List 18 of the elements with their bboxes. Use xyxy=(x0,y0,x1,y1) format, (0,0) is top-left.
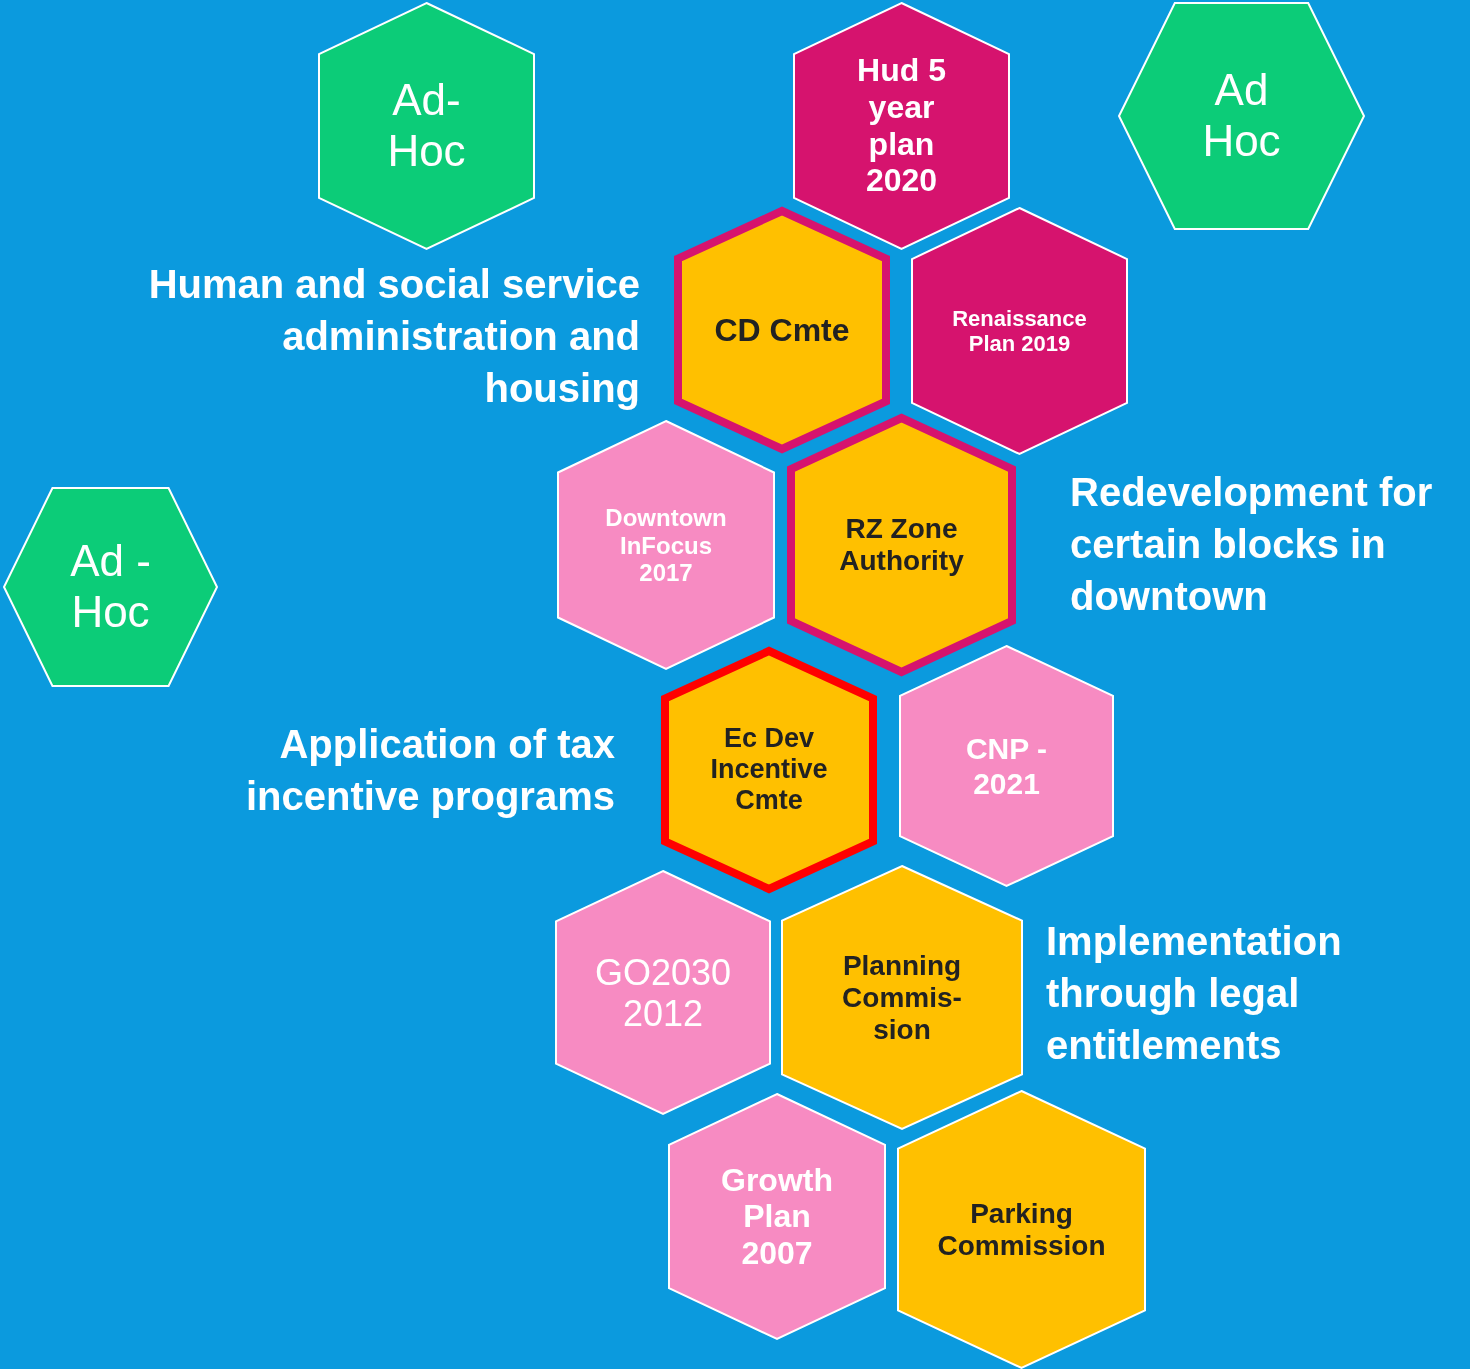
node-label: Ad- Hoc xyxy=(386,75,467,177)
node-label: Ad Hoc xyxy=(1201,65,1282,167)
node-label: Renaissance Plan 2019 xyxy=(951,305,1088,357)
node-label: Downtown InFocus 2017 xyxy=(604,503,728,587)
node-label: Parking Commission xyxy=(936,1197,1107,1262)
node-label: Growth Plan 2007 xyxy=(720,1161,834,1272)
node-label: CD Cmte xyxy=(713,311,851,349)
node-label: Hud 5 year plan 2020 xyxy=(856,52,947,200)
description-text: Application of tax incentive programs xyxy=(245,721,615,820)
description-text: Redevelopment for certain blocks in downtown xyxy=(1070,469,1434,620)
node-label: Ad - Hoc xyxy=(69,536,152,638)
node-label: Planning Commis- sion xyxy=(841,949,963,1046)
node-label: RZ Zone Authority xyxy=(838,512,965,578)
node-label: Ec Dev Incentive Cmte xyxy=(709,723,829,817)
description-text: Implementation through legal entitlements xyxy=(1046,918,1343,1069)
description-text: Human and social service administration and housing xyxy=(147,261,640,412)
node-label: CNP - 2021 xyxy=(964,731,1049,801)
node-label: GO2030 2012 xyxy=(593,951,733,1034)
